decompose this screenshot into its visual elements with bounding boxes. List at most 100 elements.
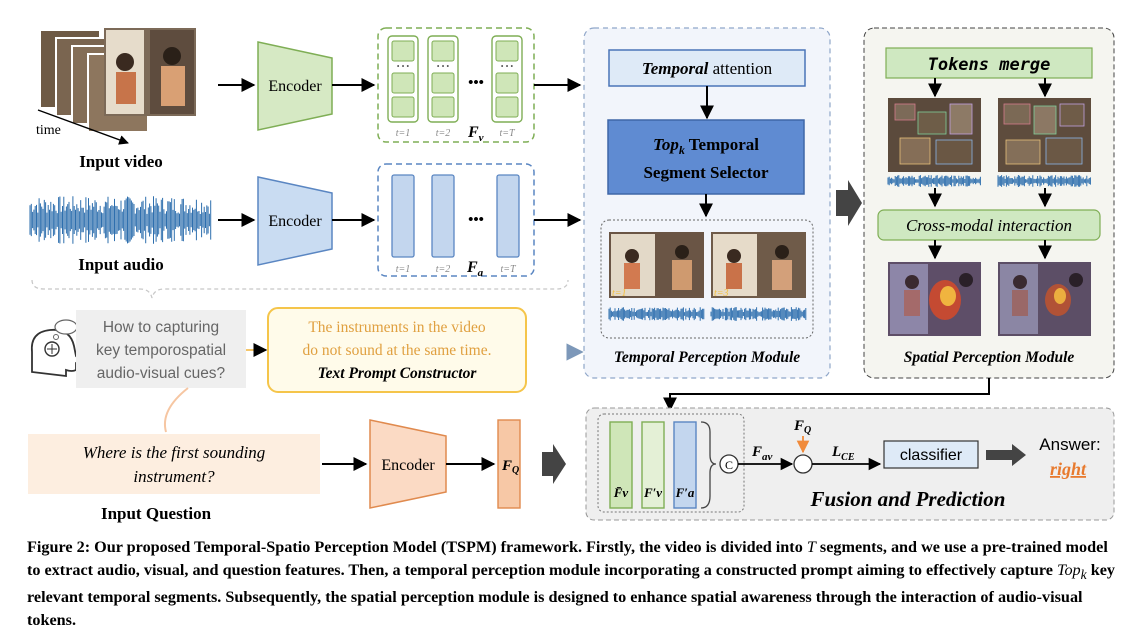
visual-token-column-T: • • • [491,35,523,123]
visual-features: • • • • • • • • • ••• t=1 t=2 t=T Fv [377,27,535,144]
audio-tick-2: t=2 [436,264,451,275]
visual-tick-2: t=2 [436,128,451,139]
thought-line-3: audio-visual cues? [97,365,226,382]
question-encoder-label: Encoder [381,457,435,474]
visual-refined-feature-bar [641,421,665,509]
caption-topk-sub: k [1080,566,1087,582]
selected-audio-waveform-1 [608,307,705,321]
merged-token-map-2 [998,98,1091,172]
time-arrow [37,109,129,145]
input-brace [31,279,569,299]
caption-T: T [806,538,816,556]
selected-segments-box [600,219,814,339]
audio-encoder [257,176,333,266]
classifier-label: classifier [900,447,963,464]
audio-tick-T: t=T [500,264,517,275]
visual-global-feature-bar [609,421,633,509]
audio-refined-feature-bar [673,421,697,509]
temporal-module-title: Temporal Perception Module [614,349,800,366]
question-to-fusion-arrow [542,444,566,484]
svg-text:• • •: • • • [397,62,410,71]
attention-heatmap-1 [888,262,981,336]
spatial-module-title: Spatial Perception Module [904,349,1075,366]
merged-token-map-1 [888,98,981,172]
selected-audio-waveform-2 [710,307,807,321]
question-encoder [369,419,447,509]
classifier-block [883,440,979,469]
visual-tick-T: t=T [499,128,516,139]
visual-token-column-2: • • • [427,35,459,123]
selector-line-1: Topk Temporal [653,135,759,157]
video-encoder-label: Encoder [268,78,322,95]
topk-segment-selector [607,119,805,195]
frame-1-tag: t=1 [612,288,627,299]
question-to-thought-link [164,387,189,433]
audio-ellipsis: ••• [468,212,484,228]
visual-feature-symbol: Fv [467,124,484,144]
selected-frame-3: t=3 [711,232,806,299]
visual-token-column-1: • • • [387,35,419,123]
fusion-title: Fusion and Prediction [810,487,1006,511]
spatial-to-fusion-connector [663,378,990,412]
frame-3-tag: t=3 [714,288,729,299]
thought-line-2: key temporospatial [96,342,226,359]
temporal-attention-block [608,49,806,87]
caption-topk: Top [1056,560,1081,579]
visual-ellipsis: ••• [468,75,484,91]
audio-token-2 [431,174,455,258]
cross-modal-label: Cross-modal interaction [906,216,1072,235]
fq-label: FQ [793,418,811,436]
input-video-label: Input video [79,152,163,171]
thought-line-1: How to capturing [103,319,219,336]
figure-caption: Figure 2: Our proposed Temporal-Spatio P… [27,536,1117,631]
caption-part-2: segments, and we use a pre-trained model… [27,538,1108,579]
to-answer-arrow [986,444,1026,466]
audio-token-T [496,174,520,258]
input-question-label: Input Question [101,504,212,523]
audio-encoder-label: Encoder [268,213,322,230]
prompt-line-1: The instruments in the video [308,319,486,336]
svg-text:• • •: • • • [501,62,514,71]
input-audio-label: Input audio [78,255,164,274]
spatial-audio-waveform-2 [997,175,1091,187]
question-feature-bar [497,419,521,509]
cross-modal-interaction-block [877,209,1101,241]
time-label: time [36,123,61,138]
video-encoder [257,41,333,131]
audio-waveform [29,196,212,244]
concat-symbol: C [725,458,733,472]
question-feature-symbol: FQ [501,458,519,476]
temporal-to-spatial-arrow [836,180,862,226]
fav-label: Fav [751,444,773,463]
audio-refined-feature-label: F′a [675,485,695,500]
visual-refined-feature-label: F′v [643,485,662,500]
question-line-2: instrument? [133,467,215,486]
caption-part-3: key relevant temporal segments. Subseque… [27,560,1115,629]
visual-global-feature-label: F̄v [613,485,629,500]
thinking-head-icon [30,319,82,378]
audio-tick-1: t=1 [396,264,411,275]
prompt-title: Text Prompt Constructor [318,365,478,382]
video-frames [39,28,196,133]
tokens-merge-block [885,47,1093,79]
audio-features: ••• t=1 t=2 t=T Fa [377,163,535,279]
framework-diagram: time Input video Input audio Encoder Enc… [28,27,1115,523]
lce-label: LCE [831,444,855,463]
audio-feature-symbol: Fa [466,259,484,279]
features-brace [700,421,717,509]
tokens-merge-label: Tokens merge [928,55,1051,75]
selector-line-2: Segment Selector [643,163,769,182]
visual-tick-1: t=1 [396,128,411,139]
spatial-audio-waveform-1 [887,175,981,187]
prompt-line-2: do not sound at the same time. [303,342,492,359]
caption-part-1: Figure 2: Our proposed Temporal-Spatio P… [27,538,807,556]
temporal-attention-label: Temporal attention [642,59,773,78]
attention-heatmap-2 [998,262,1091,336]
answer-label: Answer: [1039,435,1100,454]
question-box [28,434,320,494]
selected-frame-1: t=1 [609,232,704,299]
answer-value: right [1050,459,1087,479]
svg-text:• • •: • • • [437,62,450,71]
fused-features-box [597,413,745,513]
